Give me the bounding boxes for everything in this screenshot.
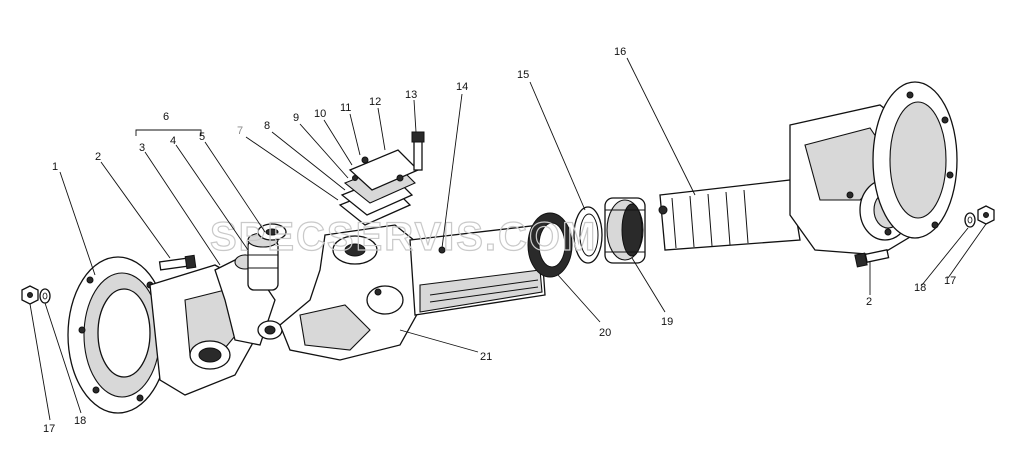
callout-2-left: 2: [95, 151, 101, 163]
callout-11: 11: [340, 102, 351, 114]
callout-18-left: 18: [74, 415, 86, 427]
callout-4: 4: [170, 135, 176, 147]
shaft-tube: [409, 224, 546, 316]
yoke-21: [279, 224, 426, 361]
callout-5: 5: [199, 131, 205, 143]
callout-7: 7: [237, 125, 243, 137]
nut-17-left: [21, 285, 39, 305]
nut-17-right: [977, 205, 995, 225]
bolt-13: [411, 131, 425, 171]
callout-8: 8: [264, 120, 270, 132]
callout-18-right: 18: [914, 282, 926, 294]
callout-13: 13: [405, 89, 417, 101]
callout-9: 9: [293, 112, 299, 124]
callout-2-right: 2: [866, 296, 872, 308]
bolt-2-right: [854, 249, 890, 268]
callout-1: 1: [52, 161, 58, 173]
bolt-2-left: [158, 254, 197, 271]
callout-12: 12: [369, 96, 381, 108]
plate-stack: [338, 149, 420, 226]
splined-shaft-16: [658, 179, 801, 251]
bearing-cup-4: [247, 232, 279, 291]
callout-21: 21: [480, 351, 492, 363]
callout-16: 16: [614, 46, 626, 58]
washer-18-right: [964, 212, 976, 228]
callout-labels: 1 2 3 4 5 6 7 8 9 10 11 12 13 14 15 16 1…: [43, 46, 956, 435]
leader-lines: [29, 57, 987, 421]
seal-20: [527, 212, 573, 278]
flange-right: [872, 81, 958, 239]
callout-20: 20: [599, 327, 611, 339]
ring-15: [573, 206, 603, 264]
callout-3: 3: [139, 142, 145, 154]
bearing-cup-5: [257, 223, 287, 241]
callout-17-right: 17: [944, 275, 956, 287]
callout-6: 6: [163, 111, 169, 123]
callout-14: 14: [456, 81, 468, 93]
callout-19: 19: [661, 316, 673, 328]
flange-left: [67, 256, 169, 414]
callout-10: 10: [314, 108, 326, 120]
callout-15: 15: [517, 69, 529, 81]
callout-17-left: 17: [43, 423, 55, 435]
watermark-text: SPECSERVIS.COM: [210, 215, 597, 259]
washer-18-left: [39, 288, 51, 304]
splined-sleeve-19: [604, 197, 646, 264]
